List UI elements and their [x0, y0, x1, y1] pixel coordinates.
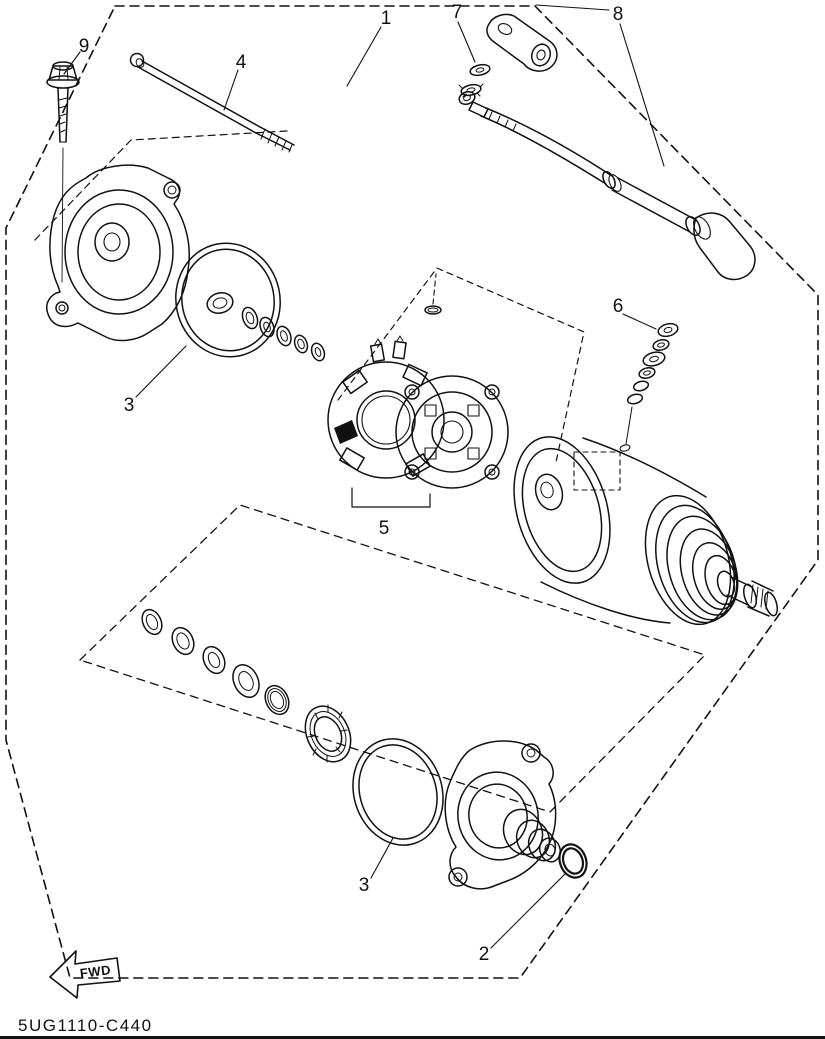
callout-6: 6	[613, 296, 624, 317]
leader-line-1	[346, 26, 382, 87]
rear-bracket	[444, 740, 562, 890]
callout-3-lower: 3	[359, 875, 370, 896]
callout-7: 7	[452, 2, 463, 23]
o-ring-2	[490, 843, 588, 949]
part-code: 5UG1110-C440	[18, 1016, 153, 1035]
brush-holder-assembly	[327, 267, 585, 508]
callout-4: 4	[236, 52, 247, 73]
flange-bolt	[46, 51, 81, 283]
callout-2: 2	[479, 944, 490, 965]
lower-group-dashed-boundary	[79, 504, 706, 813]
fwd-arrow-icon	[49, 950, 121, 999]
lower-shim-and-bearing-stack	[141, 608, 352, 763]
long-stud-bolt	[129, 52, 295, 153]
terminal-washer-stack	[622, 313, 679, 445]
gasket-ring-upper	[135, 242, 281, 398]
callout-3-upper: 3	[124, 395, 135, 416]
callout-1: 1	[381, 8, 392, 29]
upper-group-dashed-line	[32, 130, 288, 243]
terminal-cap	[457, 13, 558, 98]
starter-cable	[458, 4, 756, 281]
starter-motor-body	[513, 436, 778, 626]
outer-dashed-boundary	[5, 5, 819, 979]
shim-stack-upper	[206, 292, 326, 362]
fwd-label: FWD	[79, 962, 112, 981]
callout-9: 9	[79, 36, 90, 57]
o-ring-lower	[352, 738, 444, 879]
front-bracket	[46, 164, 190, 342]
callout-5: 5	[379, 518, 390, 539]
callout-8: 8	[613, 4, 624, 25]
